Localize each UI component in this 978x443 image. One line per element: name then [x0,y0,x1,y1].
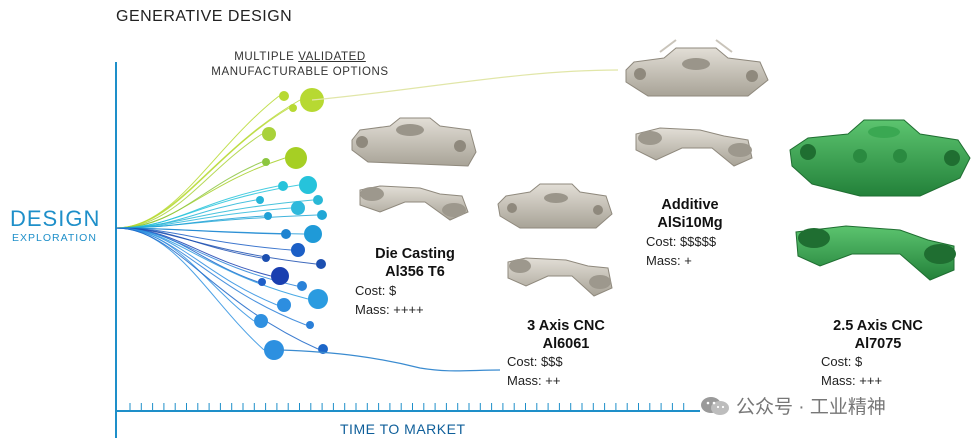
option-material: Al6061 [542,336,590,352]
option-bubble [278,181,288,191]
option-bubble [289,104,297,112]
option-bubble [297,281,307,291]
option-3-axis-cnc-name: 3 Axis CNC Al6061 [506,317,626,353]
three-axis-cnc-part-top [497,183,613,229]
option-bubble [306,321,314,329]
option-material: Al356 T6 [385,264,445,280]
option-bubble [281,229,291,239]
branch-line [115,227,278,306]
option-bubble [291,243,305,257]
option-bubble [304,225,322,243]
option-bubble [279,91,289,101]
option-bubble [299,176,317,194]
connector-to-3axis [279,349,501,372]
options-caption-validated: VALIDATED [298,51,366,63]
three-axis-cnc-part-bottom [507,257,613,297]
die-casting-part-bottom [359,185,469,221]
option-process: 3 Axis CNC [527,318,605,334]
option-cost: Cost: $$$$$ [646,234,717,249]
option-bubble [254,314,268,328]
option-bubble [271,267,289,285]
option-bubble [291,201,305,215]
option-bubble [308,289,328,309]
option-material: AlSi10Mg [657,215,723,231]
branch-line [115,95,280,229]
option-bubble [316,259,326,269]
branch-line [115,133,263,229]
options-caption-line2: MANUFACTURABLE OPTIONS [211,66,389,78]
options-caption-prefix: MULTIPLE [234,51,299,63]
option-2-5-axis-cnc-name: 2.5 Axis CNC Al7075 [818,317,938,353]
x-axis-ticks [129,403,685,411]
branch-line [115,107,290,229]
branch-line [115,227,272,277]
additive-part-top [625,39,769,97]
x-axis-label: TIME TO MARKET [340,421,466,437]
option-bubble [277,298,291,312]
option-material: Al7075 [854,336,902,352]
additive-part-bottom [635,127,753,167]
option-mass: Mass: ++++ [355,302,424,317]
option-mass: Mass: +++ [821,373,883,388]
option-die-casting-info: Cost: $ Mass: ++++ [355,281,424,319]
options-caption: MULTIPLE VALIDATED MANUFACTURABLE OPTION… [200,50,400,80]
option-bubble [256,196,264,204]
connector-to-additive [311,69,619,101]
page-title: GENERATIVE DESIGN [116,8,293,25]
option-bubble [313,195,323,205]
option-bubble [262,127,276,141]
option-additive-name: Additive AlSi10Mg [630,196,750,232]
branch-line [115,227,309,300]
watermark: 公众号 · 工业精神 [700,392,886,419]
option-additive-info: Cost: $$$$$ Mass: + [646,232,716,270]
wechat-icon [701,396,729,415]
option-process: Die Casting [375,246,455,262]
option-mass: Mass: + [646,253,692,268]
watermark-text: 公众号 · 工业精神 [736,397,886,418]
option-process: Additive [661,197,719,213]
design-branches [115,95,319,351]
die-casting-part-top [351,117,477,167]
option-2-5-axis-cnc-info: Cost: $ Mass: +++ [821,352,882,390]
y-axis-label-exploration: EXPLORATION [12,232,97,244]
two-five-axis-cnc-part-top [789,119,971,197]
option-bubble [317,210,327,220]
option-die-casting-name: Die Casting Al356 T6 [355,245,475,281]
option-bubble [264,212,272,220]
option-cost: Cost: $ [355,283,397,298]
option-bubble [285,147,307,169]
branch-line [115,227,255,322]
option-bubble [264,340,284,360]
option-process: 2.5 Axis CNC [833,318,923,334]
option-cost: Cost: $ [821,354,863,369]
two-five-axis-cnc-part-bottom [795,225,956,281]
option-cost: Cost: $$$ [507,354,563,369]
y-axis-label-design: DESIGN [10,206,101,231]
option-3-axis-cnc-info: Cost: $$$ Mass: ++ [507,352,563,390]
option-bubble [258,278,266,286]
option-bubble [262,254,270,262]
option-bubble [318,344,328,354]
option-mass: Mass: ++ [507,373,561,388]
branch-line [115,161,263,229]
option-bubble [262,158,270,166]
branch-line [115,227,319,350]
